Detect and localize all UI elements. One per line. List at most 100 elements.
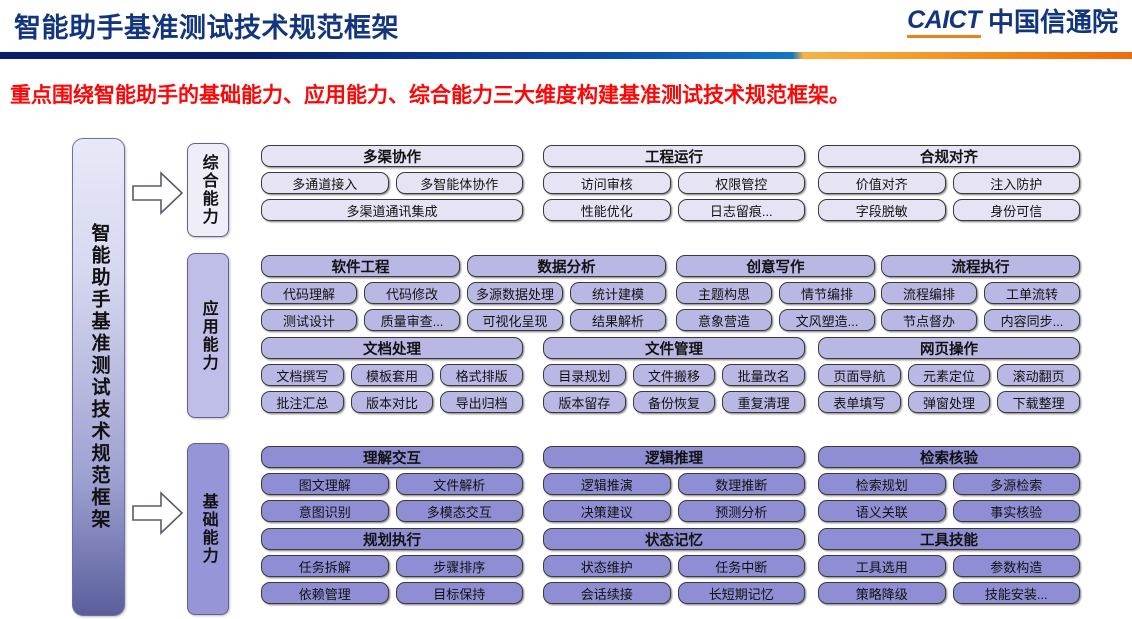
capability-cell[interactable]: 备份恢复 [632, 391, 716, 413]
capability-cell[interactable]: 逻辑推演 [543, 473, 671, 495]
group-logical-reasoning[interactable]: 逻辑推理 逻辑推演 数理推断 决策建议 预测分析 [543, 446, 805, 522]
group-engineering-operations[interactable]: 工程运行 访问审核 权限管控 性能优化 日志留痕... [543, 145, 805, 221]
capability-cell[interactable]: 技能安装... [952, 582, 1080, 604]
capability-cell[interactable]: 页面导航 [818, 364, 901, 386]
capability-cell[interactable]: 依赖管理 [261, 582, 389, 604]
capability-cell[interactable]: 任务中断 [677, 555, 805, 577]
tier-label-application-text: 应用能力 [199, 299, 217, 372]
capability-cell[interactable]: 长短期记忆 [677, 582, 805, 604]
capability-cell[interactable]: 意象营造 [676, 309, 772, 331]
capability-cell[interactable]: 版本留存 [543, 391, 626, 413]
framework-spine: 智能助手基准测试技术规范框架 [72, 138, 125, 616]
capability-cell[interactable]: 意图识别 [261, 500, 389, 522]
group-retrieval-verification[interactable]: 检索核验 检索规划 多源检索 语义关联 事实核验 [818, 446, 1080, 522]
capability-cell[interactable]: 主题构思 [676, 282, 772, 304]
capability-cell[interactable]: 检索规划 [818, 473, 946, 495]
capability-cell[interactable]: 工单流转 [984, 282, 1080, 304]
capability-cell[interactable]: 结果解析 [570, 309, 666, 331]
capability-cell[interactable]: 代码理解 [261, 282, 357, 304]
capability-cell[interactable]: 状态维护 [543, 555, 671, 577]
tier-label-comprehensive[interactable]: 综合能力 [187, 143, 229, 237]
group-row: 节点督办 内容同步... [881, 309, 1080, 331]
tier-label-application[interactable]: 应用能力 [187, 253, 229, 418]
group-row: 工具选用 参数构造 [818, 555, 1080, 577]
capability-cell[interactable]: 多通道接入 [261, 172, 389, 194]
capability-cell[interactable]: 质量审查... [364, 309, 460, 331]
group-row: 任务拆解 步骤排序 [261, 555, 523, 577]
capability-cell[interactable]: 多源检索 [952, 473, 1080, 495]
group-data-analysis[interactable]: 数据分析 多源数据处理 统计建模 可视化呈现 结果解析 [467, 255, 666, 331]
capability-cell[interactable]: 表单填写 [818, 391, 901, 413]
group-web-operations[interactable]: 网页操作 页面导航 元素定位 滚动翻页 表单填写 弹窗处理 下载整理 [818, 337, 1081, 413]
group-compliance-alignment[interactable]: 合规对齐 价值对齐 注入防护 字段脱敏 身份可信 [818, 145, 1080, 221]
capability-cell[interactable]: 多源数据处理 [467, 282, 563, 304]
capability-cell[interactable]: 策略降级 [818, 582, 946, 604]
capability-cell[interactable]: 日志留痕... [677, 199, 805, 221]
capability-cell[interactable]: 字段脱敏 [818, 199, 946, 221]
capability-cell[interactable]: 目标保持 [395, 582, 523, 604]
capability-cell[interactable]: 代码修改 [364, 282, 460, 304]
group-process-execution[interactable]: 流程执行 流程编排 工单流转 节点督办 内容同步... [881, 255, 1080, 331]
capability-cell[interactable]: 批注汇总 [261, 391, 344, 413]
tier-label-foundation[interactable]: 基础能力 [187, 443, 229, 615]
capability-cell[interactable]: 情节编排 [779, 282, 875, 304]
capability-cell[interactable]: 多智能体协作 [395, 172, 523, 194]
capability-cell[interactable]: 注入防护 [952, 172, 1080, 194]
capability-cell[interactable]: 图文理解 [261, 473, 389, 495]
capability-cell[interactable]: 重复清理 [722, 391, 806, 413]
capability-cell[interactable]: 文件搬移 [632, 364, 716, 386]
capability-cell[interactable]: 统计建模 [570, 282, 666, 304]
capability-cell[interactable]: 价值对齐 [818, 172, 946, 194]
capability-cell[interactable]: 决策建议 [543, 500, 671, 522]
capability-cell[interactable]: 事实核验 [952, 500, 1080, 522]
group-planning-execution[interactable]: 规划执行 任务拆解 步骤排序 依赖管理 目标保持 [261, 528, 523, 604]
group-creative-writing[interactable]: 创意写作 主题构思 情节编排 意象营造 文风塑造... [676, 255, 875, 331]
group-tool-skills[interactable]: 工具技能 工具选用 参数构造 策略降级 技能安装... [818, 528, 1080, 604]
capability-cell[interactable]: 版本对比 [350, 391, 434, 413]
group-document-processing[interactable]: 文档处理 文档撰写 模板套用 格式排版 批注汇总 版本对比 导出归档 [261, 337, 524, 413]
group-software-engineering[interactable]: 软件工程 代码理解 代码修改 测试设计 质量审查... [261, 255, 460, 331]
capability-cell[interactable]: 工具选用 [818, 555, 946, 577]
group-understanding-interaction[interactable]: 理解交互 图文理解 文件解析 意图识别 多模态交互 [261, 446, 523, 522]
capability-cell[interactable]: 下载整理 [997, 391, 1081, 413]
capability-cell[interactable]: 任务拆解 [261, 555, 389, 577]
group-row: 图文理解 文件解析 [261, 473, 523, 495]
capability-cell[interactable]: 元素定位 [907, 364, 991, 386]
capability-cell[interactable]: 弹窗处理 [907, 391, 991, 413]
capability-cell[interactable]: 可视化呈现 [467, 309, 563, 331]
group-row: 检索规划 多源检索 [818, 473, 1080, 495]
group-row: 策略降级 技能安装... [818, 582, 1080, 604]
capability-cell[interactable]: 多渠道通讯集成 [261, 199, 523, 221]
capability-cell[interactable]: 滚动翻页 [997, 364, 1081, 386]
capability-cell[interactable]: 会话续接 [543, 582, 671, 604]
capability-cell[interactable]: 模板套用 [350, 364, 434, 386]
capability-cell[interactable]: 内容同步... [984, 309, 1080, 331]
capability-cell[interactable]: 测试设计 [261, 309, 357, 331]
capability-cell[interactable]: 步骤排序 [395, 555, 523, 577]
capability-cell[interactable]: 预测分析 [677, 500, 805, 522]
group-file-management[interactable]: 文件管理 目录规划 文件搬移 批量改名 版本留存 备份恢复 重复清理 [543, 337, 806, 413]
capability-cell[interactable]: 节点督办 [881, 309, 977, 331]
group-multichannel-collaboration[interactable]: 多渠协作 多通道接入 多智能体协作 多渠道通讯集成 [261, 145, 523, 221]
capability-cell[interactable]: 文档撰写 [261, 364, 344, 386]
capability-cell[interactable]: 性能优化 [543, 199, 671, 221]
capability-cell[interactable]: 流程编排 [881, 282, 977, 304]
caict-mark-text: CAICT [907, 6, 981, 34]
group-title: 理解交互 [261, 446, 523, 468]
capability-cell[interactable]: 文风塑造... [779, 309, 875, 331]
capability-cell[interactable]: 目录规划 [543, 364, 626, 386]
capability-cell[interactable]: 文件解析 [395, 473, 523, 495]
capability-cell[interactable]: 访问审核 [543, 172, 671, 194]
capability-cell[interactable]: 权限管控 [677, 172, 805, 194]
group-state-memory[interactable]: 状态记忆 状态维护 任务中断 会话续接 长短期记忆 [543, 528, 805, 604]
capability-cell[interactable]: 语义关联 [818, 500, 946, 522]
capability-cell[interactable]: 格式排版 [440, 364, 524, 386]
capability-cell[interactable]: 数理推断 [677, 473, 805, 495]
capability-cell[interactable]: 参数构造 [952, 555, 1080, 577]
group-title: 文档处理 [261, 337, 523, 359]
capability-cell[interactable]: 多模态交互 [395, 500, 523, 522]
capability-cell[interactable]: 身份可信 [952, 199, 1080, 221]
capability-cell[interactable]: 导出归档 [440, 391, 524, 413]
capability-cell[interactable]: 批量改名 [722, 364, 806, 386]
tier-label-foundation-text: 基础能力 [199, 493, 217, 565]
